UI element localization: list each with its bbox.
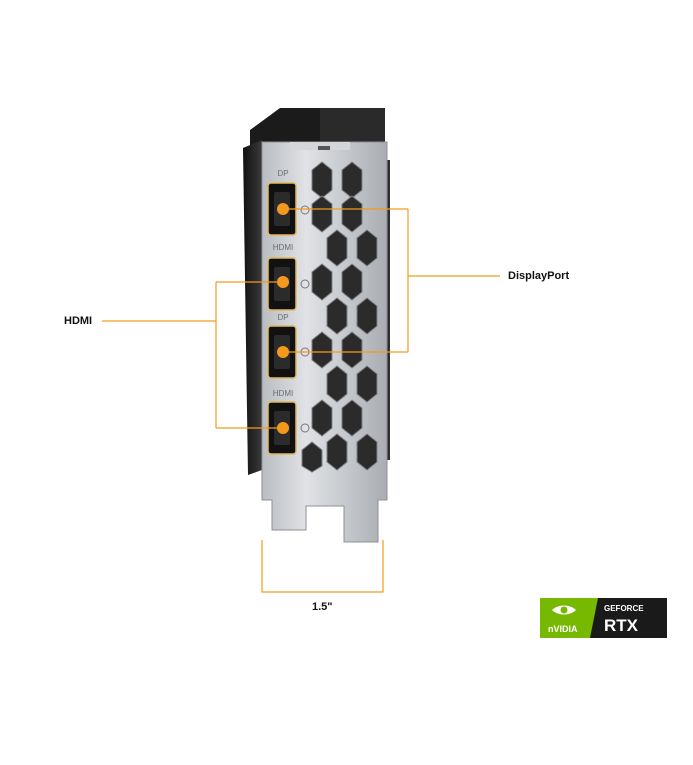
port-4-marking: HDMI <box>273 389 293 398</box>
displayport-callout-lines <box>283 208 500 353</box>
port-1-marking: DP <box>277 169 288 178</box>
rtx-text: RTX <box>604 616 639 635</box>
hdmi-callout-lines <box>102 281 283 429</box>
width-dimension-bracket <box>261 540 384 593</box>
port-2-marking: HDMI <box>273 243 293 252</box>
nvidia-geforce-rtx-badge: nVIDIA GEFORCE RTX <box>540 598 667 638</box>
callout-dots <box>277 203 289 434</box>
hdmi-callout-label: HDMI <box>64 315 93 327</box>
ventilation-cutouts <box>301 161 378 473</box>
displayport-callout-label: DisplayPort <box>508 270 570 282</box>
nvidia-eye-icon <box>552 605 576 615</box>
port-3-marking: DP <box>277 313 288 322</box>
geforce-text: GEFORCE <box>604 604 644 613</box>
width-dimension-label: 1.5" <box>312 601 333 613</box>
nvidia-brand-text: nVIDIA <box>548 624 578 634</box>
